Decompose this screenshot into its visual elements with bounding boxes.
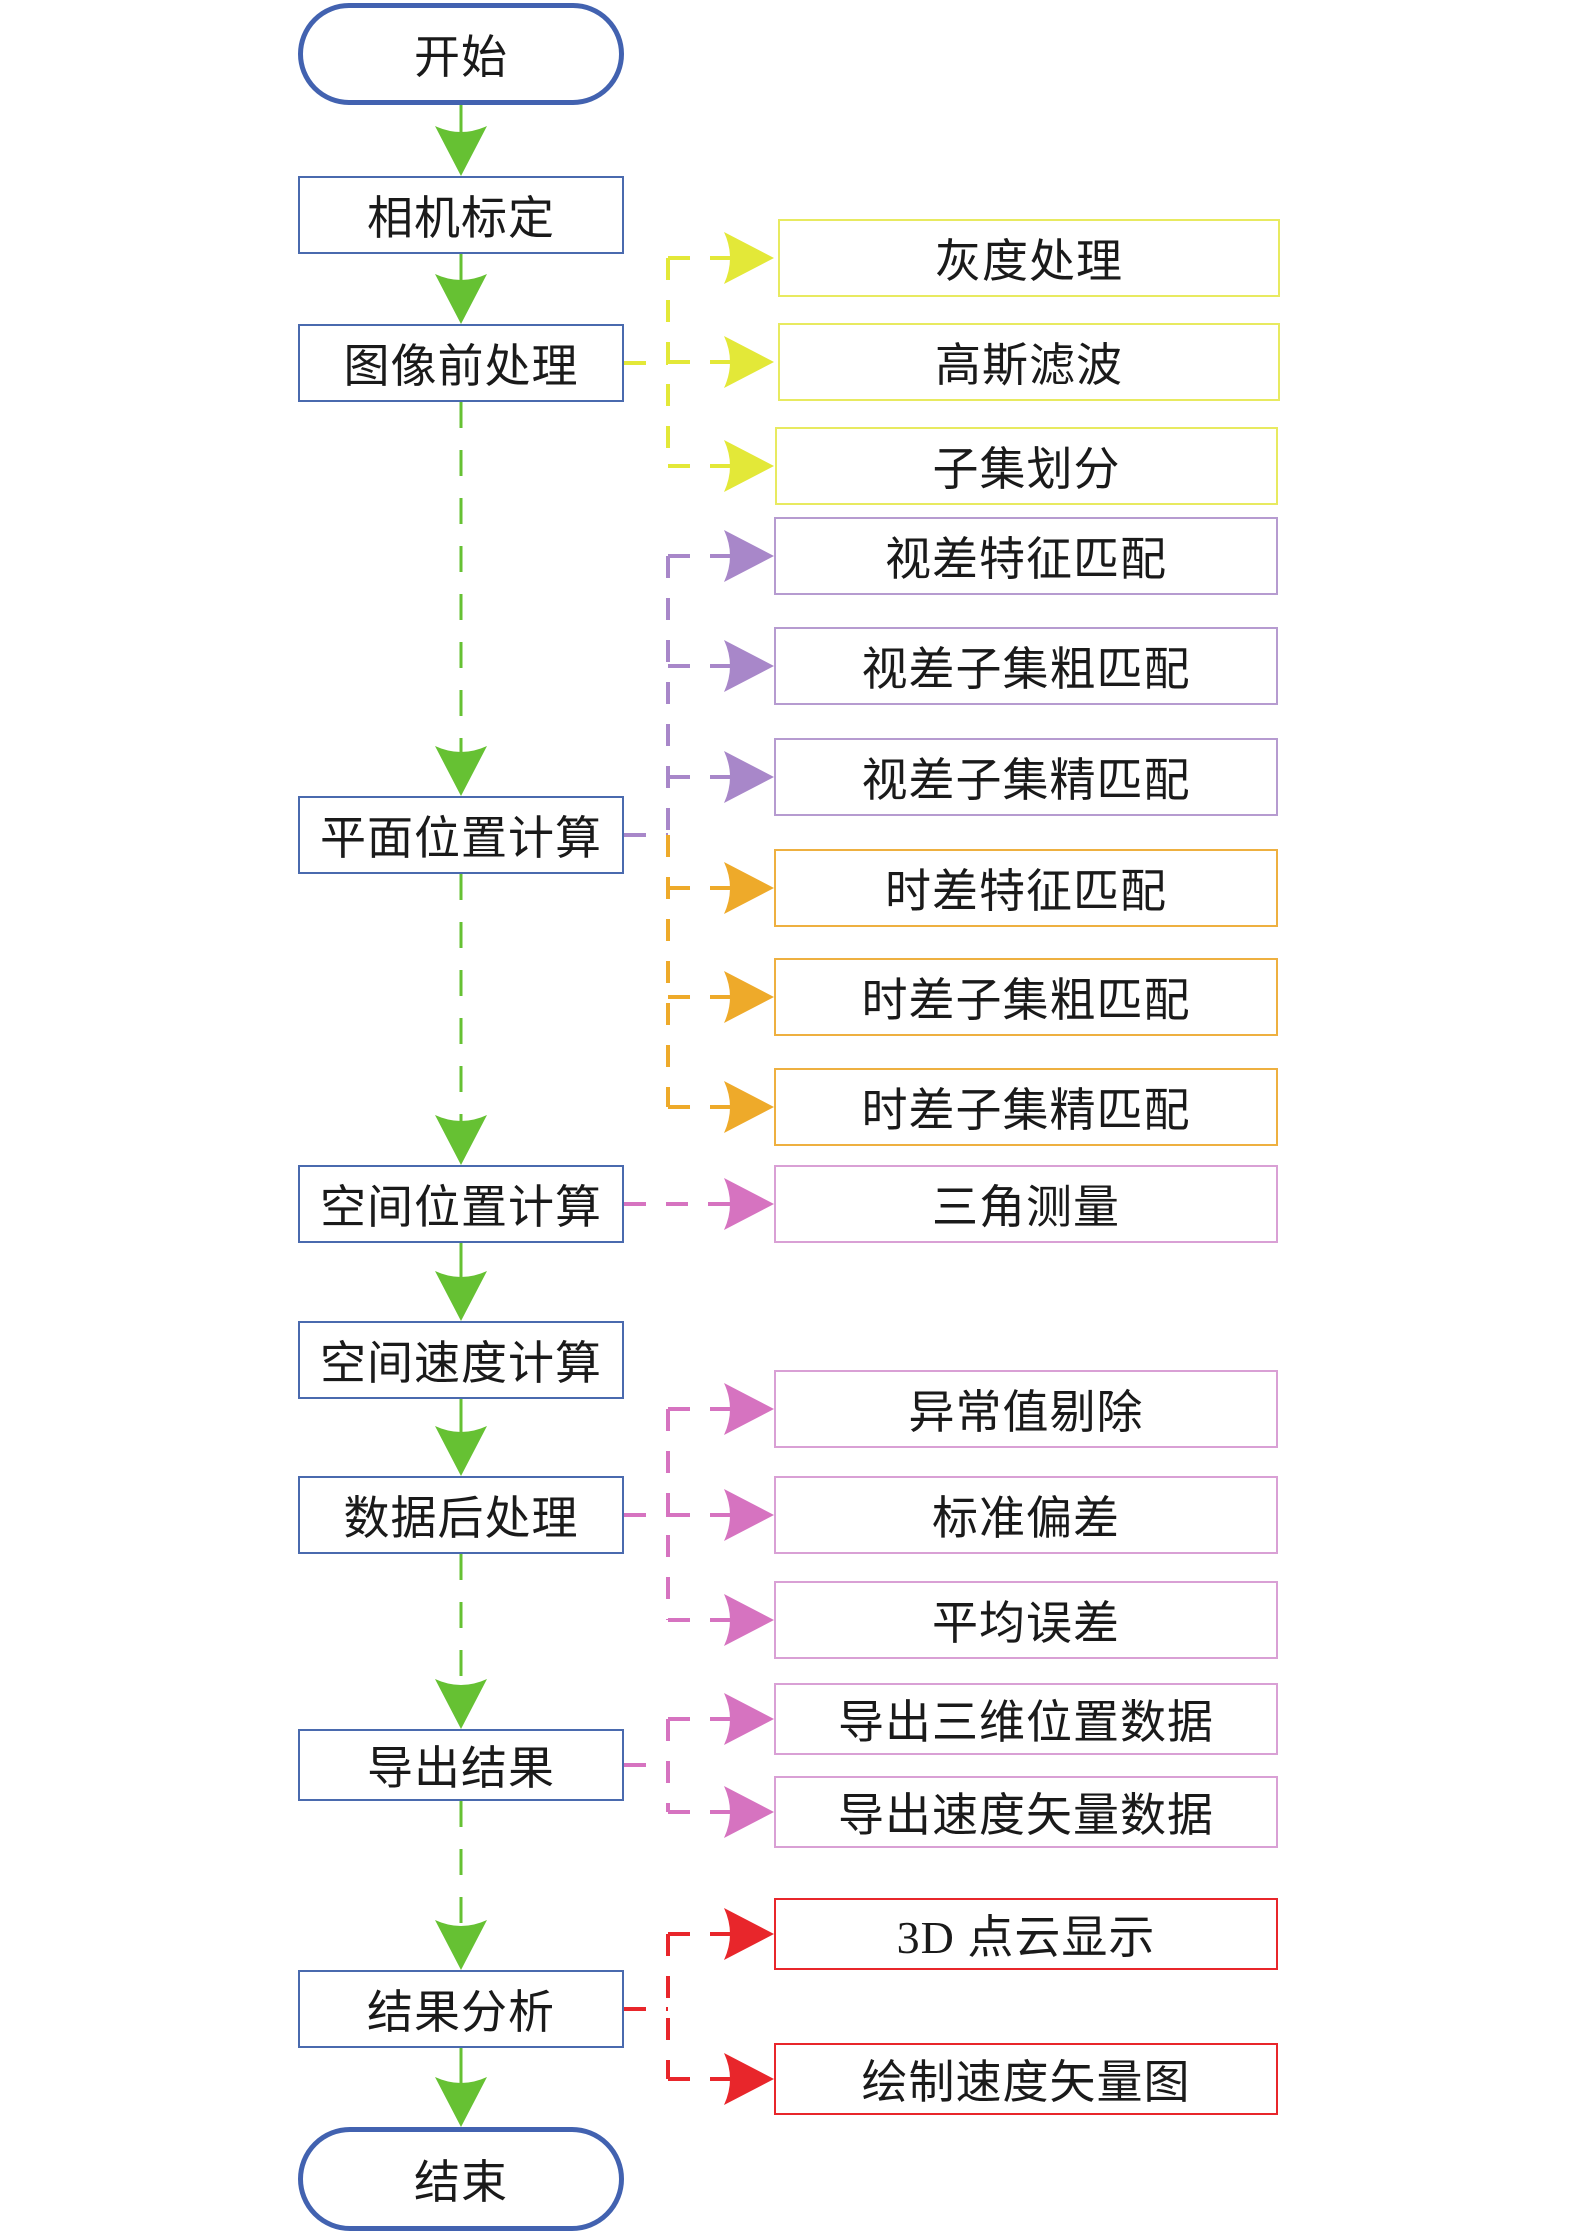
result-analysis-step: 结果分析 xyxy=(298,1970,624,2048)
right-arrow-head xyxy=(724,530,774,582)
right-arrow-head xyxy=(724,2053,774,2105)
right-arrow-head xyxy=(724,1908,774,1960)
data-postprocessing-label: 数据后处理 xyxy=(343,1493,579,1544)
right-arrow-head xyxy=(724,640,774,692)
spatial-velocity-label: 空间速度计算 xyxy=(320,1338,602,1389)
sub-step-label: 视差特征匹配 xyxy=(885,534,1167,585)
right-arrow-head xyxy=(724,440,774,492)
down-arrow-head xyxy=(435,1271,487,1321)
sub-step-disparity-fine-match: 视差子集精匹配 xyxy=(774,738,1278,816)
start-terminal: 开始 xyxy=(298,3,624,105)
spatial-velocity-step: 空间速度计算 xyxy=(298,1321,624,1399)
export-results-label: 导出结果 xyxy=(367,1743,555,1794)
planar-position-step: 平面位置计算 xyxy=(298,796,624,874)
sub-step-label: 异常值剔除 xyxy=(908,1387,1144,1438)
sub-step-grayscale: 灰度处理 xyxy=(778,219,1280,297)
start-label: 开始 xyxy=(414,32,508,83)
right-arrow-head xyxy=(724,751,774,803)
down-arrow-head xyxy=(435,1920,487,1970)
right-arrow-head xyxy=(724,1594,774,1646)
data-postprocessing-step: 数据后处理 xyxy=(298,1476,624,1554)
sub-step-label: 子集划分 xyxy=(932,444,1121,495)
right-arrow-head xyxy=(724,232,774,284)
right-arrow-head xyxy=(724,1693,774,1745)
right-arrow-head xyxy=(724,971,774,1023)
sub-step-gaussian-filter: 高斯滤波 xyxy=(778,323,1280,401)
down-arrow-head xyxy=(435,1115,487,1165)
camera-calibration-label: 相机标定 xyxy=(367,193,555,244)
down-arrow-head xyxy=(435,2077,487,2127)
right-arrow-head xyxy=(724,1383,774,1435)
down-arrow-head xyxy=(435,1426,487,1476)
down-arrow-head xyxy=(435,746,487,796)
sub-step-standard-deviation: 标准偏差 xyxy=(774,1476,1278,1554)
right-arrow-head xyxy=(724,1081,774,1133)
sub-step-label: 视差子集精匹配 xyxy=(861,755,1191,806)
sub-step-label: 灰度处理 xyxy=(935,236,1123,287)
sub-step-label: 时差特征匹配 xyxy=(885,866,1167,917)
sub-step-disparity-feature-match: 视差特征匹配 xyxy=(774,517,1278,595)
result-analysis-label: 结果分析 xyxy=(367,1987,555,2038)
end-label: 结束 xyxy=(414,2157,508,2208)
sub-step-mean-error: 平均误差 xyxy=(774,1581,1278,1659)
export-results-step: 导出结果 xyxy=(298,1729,624,1801)
planar-position-label: 平面位置计算 xyxy=(320,813,602,864)
image-preprocessing-label: 图像前处理 xyxy=(343,341,579,392)
sub-step-temporal-fine-match: 时差子集精匹配 xyxy=(774,1068,1278,1146)
sub-step-disparity-coarse-match: 视差子集粗匹配 xyxy=(774,627,1278,705)
spatial-position-step: 空间位置计算 xyxy=(298,1165,624,1243)
down-arrow-head xyxy=(435,274,487,324)
sub-step-temporal-feature-match: 时差特征匹配 xyxy=(774,849,1278,927)
right-arrow-head xyxy=(724,1786,774,1838)
camera-calibration-step: 相机标定 xyxy=(298,176,624,254)
sub-step-label: 绘制速度矢量图 xyxy=(861,2057,1191,2108)
right-arrow-head xyxy=(724,1489,774,1541)
sub-step-label: 平均误差 xyxy=(932,1598,1120,1649)
sub-step-subset-division: 子集划分 xyxy=(775,427,1278,505)
down-arrow-head xyxy=(435,126,487,176)
down-arrow-head xyxy=(435,1679,487,1729)
sub-step-label: 导出速度矢量数据 xyxy=(838,1790,1214,1841)
sub-step-label: 标准偏差 xyxy=(932,1493,1120,1544)
sub-step-3d-point-cloud: 3D 点云显示 xyxy=(774,1898,1278,1970)
end-terminal: 结束 xyxy=(298,2127,624,2231)
sub-step-triangulation: 三角测量 xyxy=(774,1165,1278,1243)
sub-step-export-3d-position: 导出三维位置数据 xyxy=(774,1683,1278,1755)
sub-step-velocity-vector-plot: 绘制速度矢量图 xyxy=(774,2043,1278,2115)
sub-step-label: 三角测量 xyxy=(932,1182,1120,1233)
sub-step-export-velocity-vector: 导出速度矢量数据 xyxy=(774,1776,1278,1848)
right-arrow-head xyxy=(724,336,774,388)
sub-step-label: 视差子集粗匹配 xyxy=(861,644,1191,695)
sub-step-temporal-coarse-match: 时差子集粗匹配 xyxy=(774,958,1278,1036)
right-arrow-head xyxy=(724,862,774,914)
sub-step-label: 高斯滤波 xyxy=(935,340,1123,391)
right-arrow-head xyxy=(724,1178,774,1230)
image-preprocessing-step: 图像前处理 xyxy=(298,324,624,402)
spatial-position-label: 空间位置计算 xyxy=(320,1182,602,1233)
sub-step-label: 3D 点云显示 xyxy=(896,1912,1156,1963)
sub-step-label: 时差子集精匹配 xyxy=(861,1085,1191,1136)
sub-step-label: 时差子集粗匹配 xyxy=(861,975,1191,1026)
sub-step-outlier-removal: 异常值剔除 xyxy=(774,1370,1278,1448)
sub-step-label: 导出三维位置数据 xyxy=(838,1697,1214,1748)
